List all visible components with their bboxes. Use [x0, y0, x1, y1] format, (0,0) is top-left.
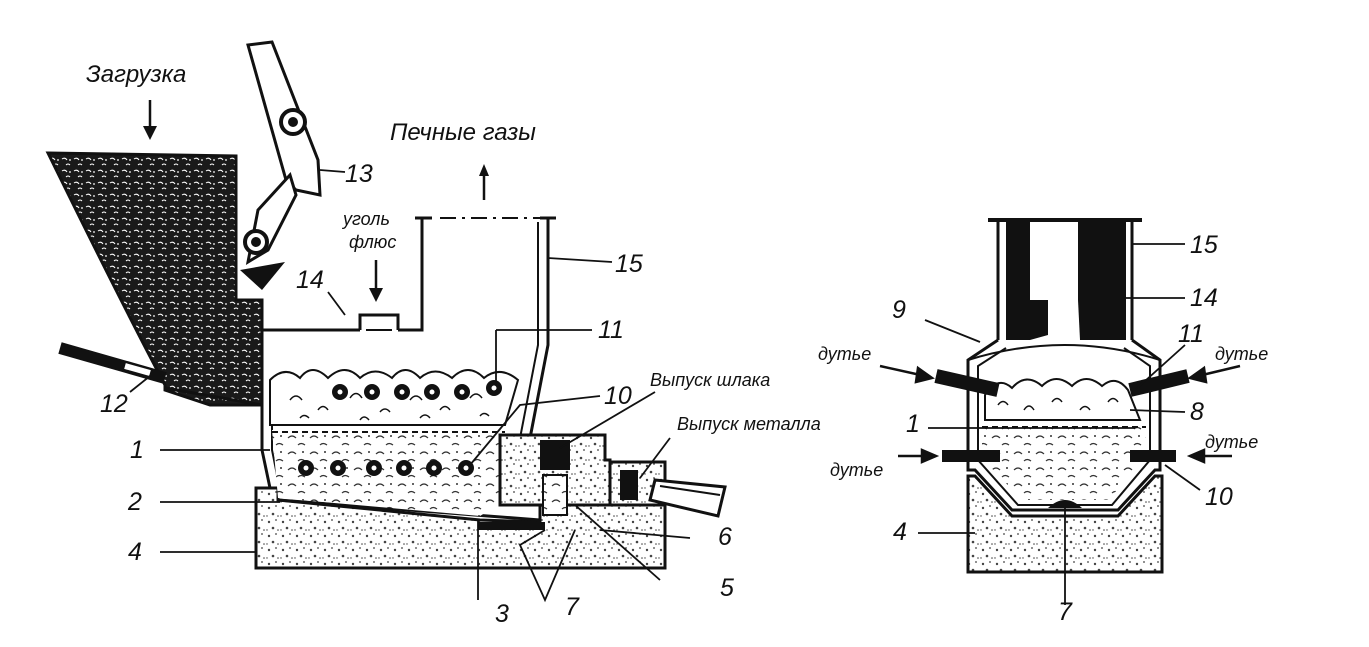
left-num-2: 2: [127, 488, 142, 516]
charging-hopper: [45, 151, 264, 407]
right-charge-texture: [997, 397, 1119, 411]
label-pechnye-gazy: Печные газы: [390, 119, 536, 146]
left-num-7: 7: [565, 593, 580, 621]
right-num-15: 15: [1190, 231, 1218, 259]
pusher-pivot-top-inner: [288, 117, 298, 127]
label-flyus: флюс: [349, 232, 396, 252]
metal-spout: [648, 478, 727, 518]
right-num-10: 10: [1205, 483, 1233, 511]
right-num-1: 1: [906, 410, 920, 438]
right-num-11: 11: [1178, 320, 1204, 348]
label-zagruzka: Загрузка: [86, 61, 186, 88]
blast-arrows: [879, 364, 1241, 464]
label-vypusk-metalla: Выпуск металла: [677, 414, 821, 434]
left-num-11: 11: [598, 316, 624, 344]
right-num-14: 14: [1190, 284, 1218, 312]
right-melt: [982, 425, 1146, 500]
metal-well: [542, 474, 568, 516]
stack-dark-right: [1078, 222, 1126, 340]
feed-arrow-head: [369, 288, 383, 302]
pusher-ram: [240, 262, 285, 290]
feed-port: [358, 313, 400, 330]
left-num-4: 4: [128, 538, 142, 566]
right-num-4: 4: [893, 518, 907, 546]
left-num-5: 5: [720, 574, 734, 602]
label-ugol: уголь: [341, 209, 390, 229]
gas-arrow-head: [479, 164, 489, 176]
furnace-roof: [262, 218, 424, 332]
label-dutye-upper-right: дутье: [1215, 344, 1268, 364]
metal-tap-hole: [620, 470, 638, 500]
right-furnace: [879, 218, 1241, 605]
left-num-1: 1: [130, 436, 144, 464]
left-leader-lines: [129, 169, 691, 603]
label-dutye-lower-right: дутье: [1205, 432, 1258, 452]
left-num-10: 10: [604, 382, 632, 410]
label-dutye-upper-left: дутье: [818, 344, 871, 364]
stack-dark-left: [1006, 222, 1048, 340]
upper-right-tuyere: [1128, 369, 1190, 397]
label-vypusk-shlaka: Выпуск шлака: [650, 370, 770, 390]
tuyere-pipe-band: [124, 363, 151, 376]
upper-left-tuyere: [934, 369, 1000, 397]
melt-bath: [272, 430, 505, 516]
right-num-7: 7: [1058, 598, 1073, 626]
label-dutye-lower-left: дутье: [830, 460, 883, 480]
left-num-6: 6: [718, 523, 732, 551]
shaft-roof: [967, 344, 1161, 361]
left-num-14: 14: [296, 266, 324, 294]
charge-texture: [289, 392, 490, 421]
right-leader-lines: [918, 243, 1201, 605]
bottom-tap: [1048, 500, 1082, 508]
left-num-13: 13: [345, 160, 373, 188]
right-num-9: 9: [892, 296, 906, 324]
right-num-8: 8: [1190, 398, 1204, 426]
metal-spout-inner: [659, 485, 721, 496]
upper-tuyere-row: [332, 380, 502, 400]
left-num-15: 15: [615, 250, 643, 278]
pusher-pivot-bottom-inner: [251, 237, 261, 247]
tap-channel: [478, 522, 545, 530]
bath-floor: [277, 498, 541, 522]
left-num-12: 12: [100, 390, 128, 418]
charge-lumps: [269, 369, 520, 426]
charge-arrow-head: [143, 126, 157, 140]
left-num-3: 3: [495, 600, 509, 628]
left-furnace: [45, 40, 727, 603]
furnace-left-wall: [260, 405, 272, 489]
